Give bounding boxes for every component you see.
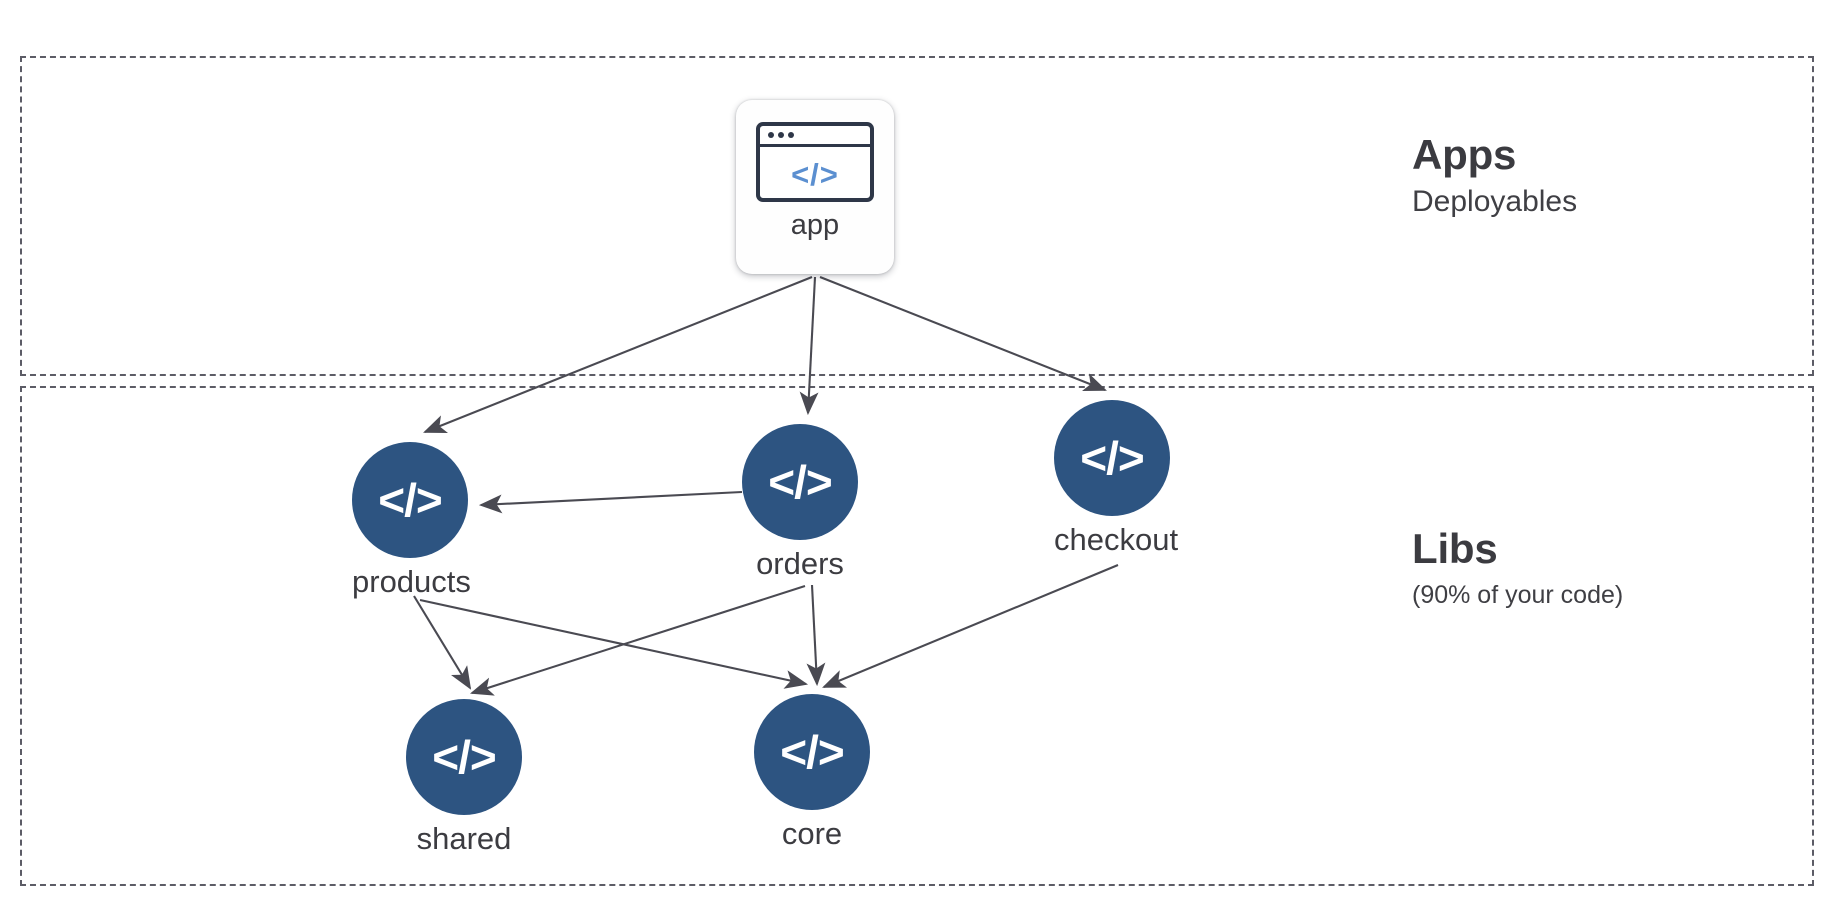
- code-brackets-icon: </>: [742, 424, 858, 540]
- node-orders[interactable]: </> orders: [742, 424, 858, 582]
- zone-libs-subtitle: (90% of your code): [1412, 580, 1624, 609]
- node-core[interactable]: </> core: [754, 694, 870, 852]
- node-products-label: products: [352, 564, 471, 599]
- code-brackets-icon: </>: [1054, 400, 1170, 516]
- window-dots-icon: [768, 132, 794, 138]
- zone-libs-caption: Libs (90% of your code): [1412, 524, 1623, 610]
- code-brackets-glyph: </>: [791, 157, 839, 192]
- zone-libs: [20, 386, 1814, 886]
- node-checkout[interactable]: </> checkout: [1054, 400, 1178, 558]
- zone-apps-subtitle: Deployables: [1412, 184, 1578, 218]
- zone-apps-caption: Apps Deployables: [1412, 130, 1577, 219]
- code-brackets-icon: </>: [754, 694, 870, 810]
- zone-libs-title: Libs: [1412, 525, 1498, 572]
- node-shared-label: shared: [416, 821, 512, 856]
- node-core-label: core: [781, 816, 843, 851]
- node-orders-label: orders: [756, 546, 844, 581]
- zone-apps-title: Apps: [1412, 131, 1517, 178]
- node-checkout-label: checkout: [1054, 522, 1179, 557]
- node-products[interactable]: </> products: [352, 442, 471, 600]
- code-brackets-icon: </>: [406, 699, 522, 815]
- window-titlebar-divider: [760, 144, 870, 147]
- node-shared[interactable]: </> shared: [406, 699, 522, 857]
- code-brackets-icon: </>: [352, 442, 468, 558]
- browser-window-code-icon: </>: [756, 122, 874, 202]
- node-app-label: app: [790, 209, 840, 241]
- node-app[interactable]: </> app: [736, 100, 894, 274]
